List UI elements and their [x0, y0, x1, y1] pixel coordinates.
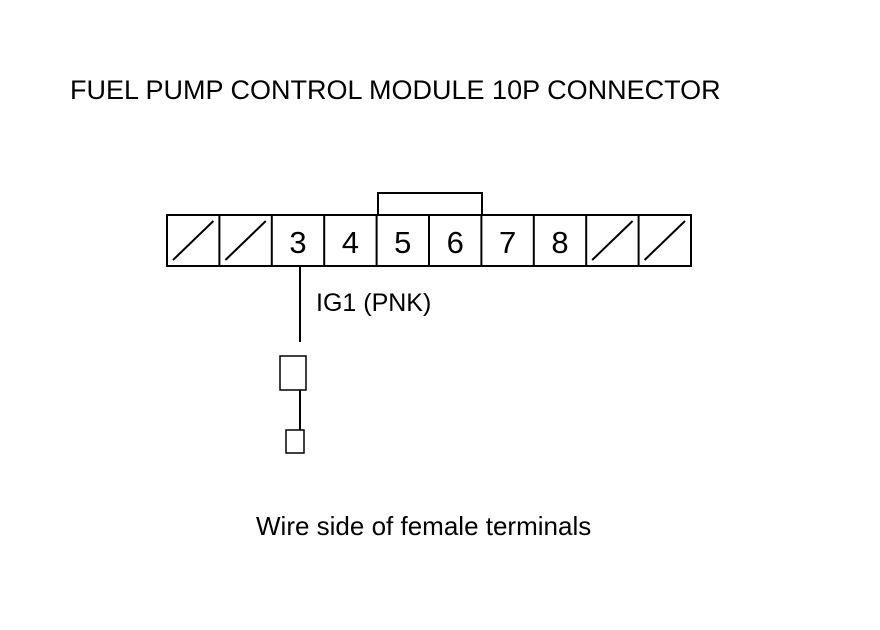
empty-cavity-slash	[172, 220, 215, 261]
pin-number-7: 7	[499, 225, 516, 260]
pin-number-4: 4	[342, 225, 359, 260]
pin-number-6: 6	[447, 225, 464, 260]
diagram-title: FUEL PUMP CONTROL MODULE 10P CONNECTOR	[70, 75, 721, 105]
diagram-caption: Wire side of female terminals	[256, 511, 591, 541]
connector-lock-tab	[377, 192, 483, 216]
empty-cavity-slash	[643, 220, 686, 261]
pin-number-8: 8	[551, 225, 568, 260]
probe-tip	[285, 429, 305, 454]
pin-number-3: 3	[289, 225, 306, 260]
empty-cavity-slash	[591, 220, 634, 261]
probe-body	[279, 355, 307, 391]
wire-label: IG1 (PNK)	[316, 289, 431, 317]
pin-number-5: 5	[394, 225, 411, 260]
empty-cavity-slash	[224, 220, 267, 261]
